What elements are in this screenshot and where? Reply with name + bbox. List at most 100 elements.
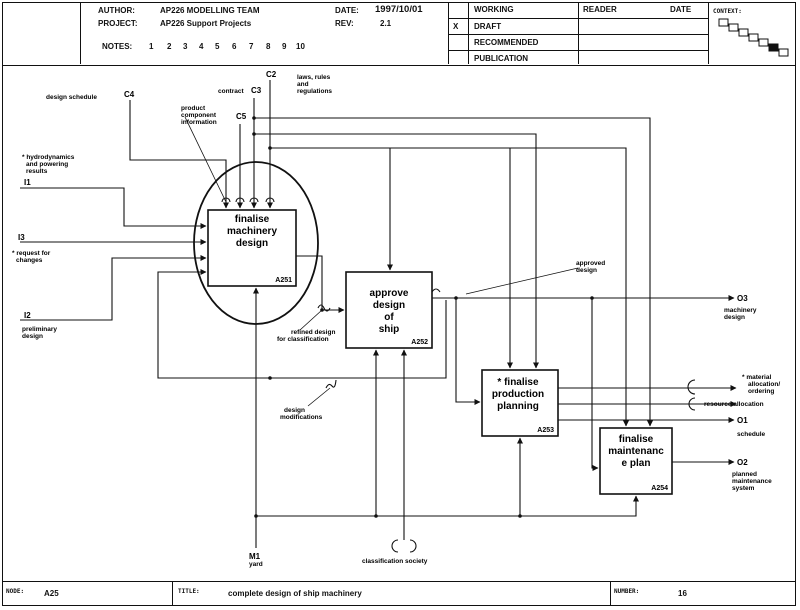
rev-label: REV: [335,19,354,28]
a252-number: A252 [411,339,428,346]
note-9: 9 [282,42,287,51]
label-product-info-1: product [181,105,206,112]
note-1: 1 [149,42,154,51]
footer: NODE: A25 TITLE: complete design of ship… [2,581,796,606]
context-box [748,33,759,42]
label-c4: C4 [124,90,135,99]
label-refined-2: for classification [277,336,329,343]
arrow-c3-a253 [254,133,539,369]
label-c5: C5 [236,112,247,121]
arrow-m1-a252 [256,349,379,517]
note-8: 8 [266,42,271,51]
tunnel-resource [688,397,696,411]
arrow-c3-a254 [254,117,653,427]
label-material-3: ordering [748,388,774,395]
tunnel-c3 [249,197,259,203]
a254-title-1: finalise [619,434,654,445]
tunnel-c5 [235,197,245,203]
label-hydro-2: and powering [26,161,68,168]
note-6: 6 [232,42,237,51]
arrow-m1-a254 [520,495,639,517]
context-box-current [768,43,779,52]
leader-approved [465,267,579,295]
note-10: 10 [296,42,305,51]
status-mark: X [453,22,459,31]
a253-title-2: production [492,389,544,400]
author-value: AP226 MODELLING TEAM [160,6,260,15]
arrow-design-modifications [157,269,447,379]
note-2: 2 [167,42,172,51]
context-box [728,23,739,32]
date-label: DATE: [335,6,359,15]
note-5: 5 [215,42,220,51]
box-a254[interactable] [599,427,673,495]
tunnel-left [391,539,399,553]
label-laws-3: regulations [297,88,332,95]
box-a251[interactable] [207,209,297,287]
label-design-schedule: design schedule [46,94,97,101]
label-m1: M1 [249,552,261,561]
arrow-c2-a254 [270,147,629,427]
project-label: PROJECT: [98,19,138,28]
label-material-2: allocation/ [748,381,780,388]
note-7: 7 [249,42,254,51]
arrow-i2 [20,255,207,321]
label-laws-2: and [297,81,309,88]
context-box [738,28,749,37]
label-approved-1: approved [576,260,605,267]
tunnel-right [409,539,417,553]
label-planned-1: planned [732,471,757,478]
arrow-refined-design [296,255,345,313]
label-i1: I1 [24,178,31,187]
title-value: complete design of ship machinery [228,589,362,598]
label-preliminary-2: design [22,333,43,340]
label-material-1: * material [742,374,771,381]
a253-title-1: * finalise [497,377,539,388]
project-value: AP226 Support Projects [160,19,252,28]
label-yard: yard [249,561,263,568]
label-preliminary-1: preliminary [22,326,57,333]
label-design-mods-1: design [284,407,305,414]
author-label: AUTHOR: [98,6,135,15]
tunnel-c2 [265,197,275,203]
label-planned-2: maintenance [732,478,772,485]
a251-number: A251 [275,277,292,284]
label-request-1: * request for [12,250,51,257]
label-product-info-3: information [181,119,217,126]
status-publication: PUBLICATION [474,54,529,63]
a251-title-1: finalise [235,214,270,225]
notes-label: NOTES: [102,42,133,51]
label-hydro-3: results [26,168,48,175]
leader-refined [299,309,323,331]
label-request-2: changes [16,257,43,264]
label-hydro-1: * hydrodynamics [22,154,75,161]
label-planned-3: system [732,485,755,492]
a251-title-2: machinery [227,226,277,237]
label-design-mods-2: modifications [280,414,323,421]
a252-title-4: ship [379,324,400,335]
note-3: 3 [183,42,188,51]
rev-value: 2.1 [380,19,392,28]
a252-title-1: approve [370,288,409,299]
a251-title-3: design [236,238,268,249]
label-machinery-design-1: machinery [724,307,757,314]
label-o3: O3 [737,294,748,303]
leader-product-info [184,116,227,203]
tunnel-c4 [221,197,231,203]
a252-title-2: design [373,300,405,311]
label-schedule: schedule [737,431,766,438]
a253-number: A253 [537,427,554,434]
reader-label: READER [583,5,617,14]
a254-number: A254 [651,485,668,492]
arrow-approved-a253 [455,298,481,405]
leader-modifications [307,387,331,407]
arrow-i1 [20,187,207,229]
label-laws-1: laws, rules [297,74,331,81]
box-a252[interactable] [345,271,433,349]
node-label: NODE: [6,588,25,595]
box-a253[interactable] [481,369,559,437]
context-diagram [718,18,789,57]
label-contract: contract [218,88,244,95]
a254-title-3: e plan [622,458,651,469]
